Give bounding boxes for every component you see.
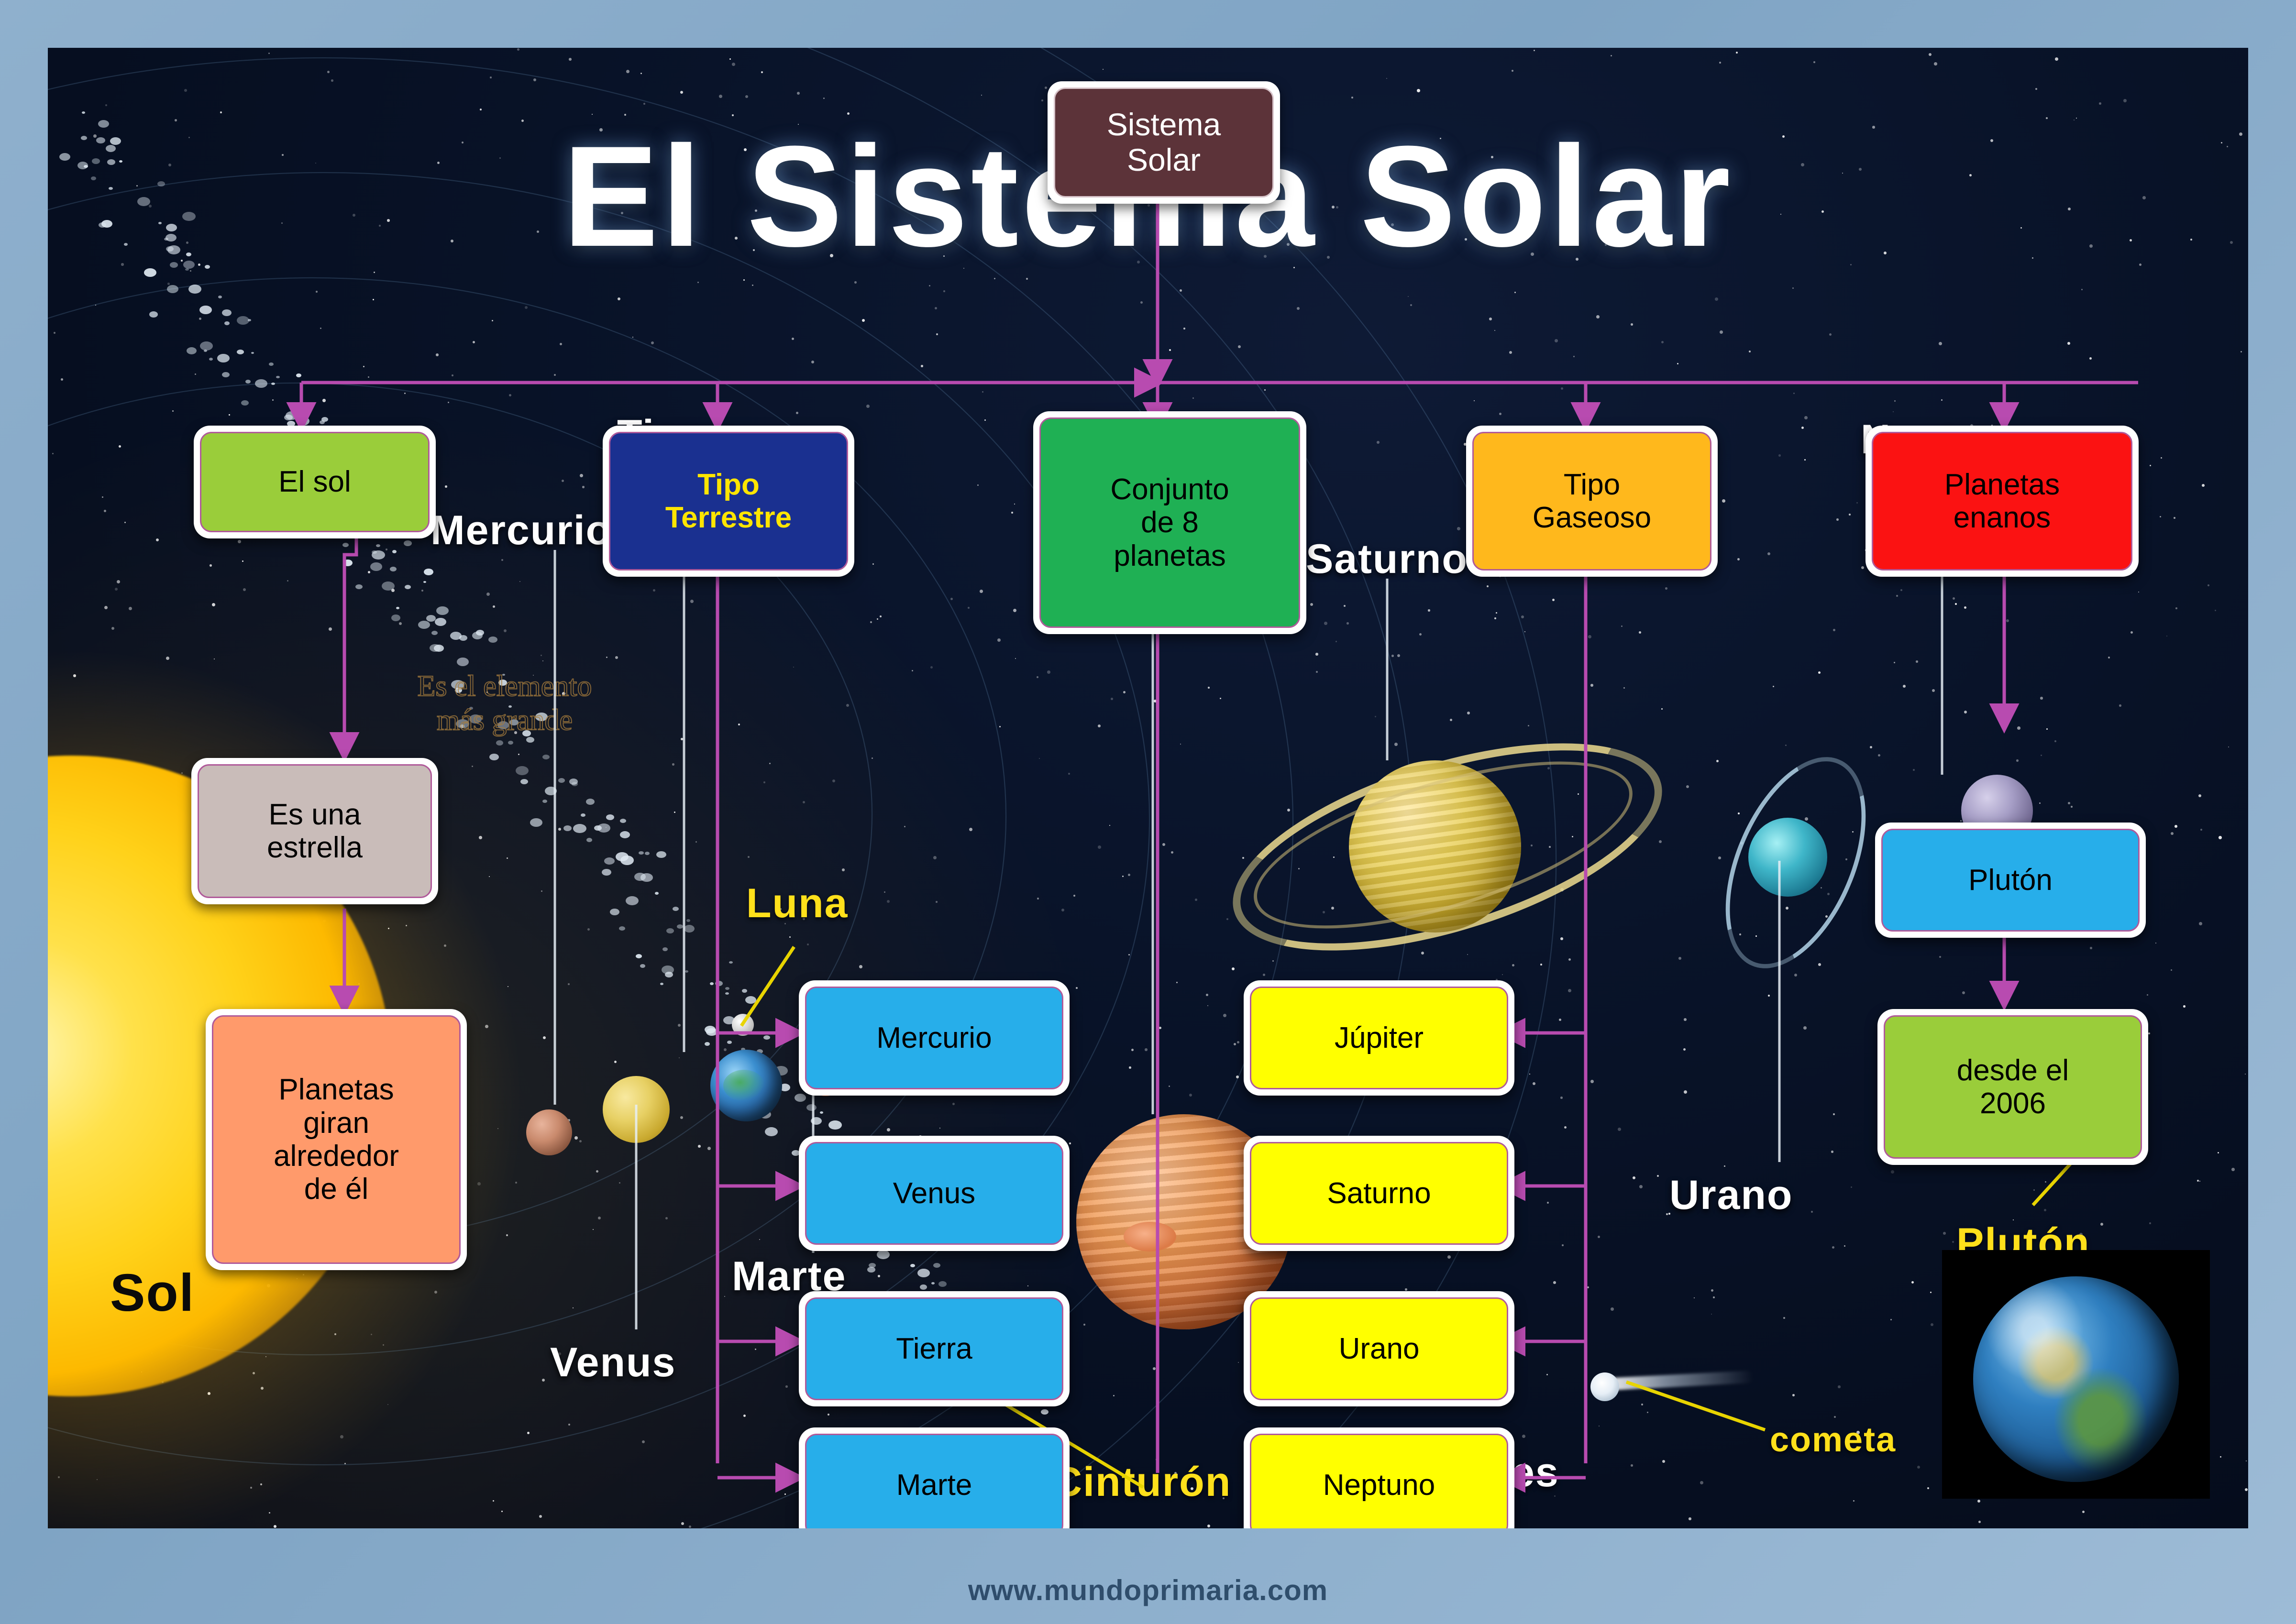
node-mercurio-label: Mercurio bbox=[876, 1021, 992, 1054]
node-marte[interactable]: Marte bbox=[799, 1427, 1070, 1528]
node-neptuno-label: Neptuno bbox=[1323, 1468, 1435, 1502]
node-urano[interactable]: Urano bbox=[1244, 1291, 1514, 1406]
node-sistema-solar[interactable]: Sistema Solar bbox=[1048, 81, 1280, 204]
node-sistema-solar-line2: Solar bbox=[1126, 142, 1201, 177]
node-planetas-giran[interactable]: Planetas giran alrededor de él bbox=[206, 1009, 467, 1270]
node-conjunto-line3: planetas bbox=[1114, 539, 1226, 572]
node-planetas-enanos-line2: enanos bbox=[1953, 501, 2051, 534]
node-jupiter[interactable]: Júpiter bbox=[1244, 980, 1514, 1096]
node-planetas-enanos[interactable]: Planetas enanos bbox=[1866, 426, 2139, 577]
node-tierra[interactable]: Tierra bbox=[799, 1291, 1070, 1406]
node-tipo-terrestre-fill: Tipo Terrestre bbox=[609, 432, 848, 571]
node-desde-2006-line1: desde el bbox=[1956, 1053, 2069, 1087]
watermark: www.mundoprimaria.com bbox=[968, 1574, 1328, 1606]
node-sistema-solar-fill: Sistema Solar bbox=[1054, 88, 1274, 198]
node-planetas-giran-line4: de él bbox=[304, 1173, 369, 1206]
node-tierra-label: Tierra bbox=[896, 1332, 972, 1365]
node-tipo-gaseoso-line1: Tipo bbox=[1563, 468, 1621, 501]
node-tipo-gaseoso-fill: Tipo Gaseoso bbox=[1472, 432, 1711, 571]
node-mercurio-fill: Mercurio bbox=[805, 987, 1063, 1089]
node-neptuno-fill: Neptuno bbox=[1250, 1434, 1508, 1528]
label-mercurio: Mercurio bbox=[430, 507, 612, 553]
node-el-sol-fill: El sol bbox=[200, 432, 430, 532]
node-venus-label: Venus bbox=[893, 1176, 976, 1210]
node-mercurio[interactable]: Mercurio bbox=[799, 980, 1070, 1096]
node-es-una-estrella[interactable]: Es una estrella bbox=[191, 758, 438, 904]
node-conjunto-8-planetas[interactable]: Conjunto de 8 planetas bbox=[1033, 411, 1306, 634]
node-tipo-terrestre-line1: Tipo bbox=[697, 468, 760, 501]
node-planetas-giran-fill: Planetas giran alrededor de él bbox=[212, 1015, 461, 1264]
label-cinturon: Cinturón bbox=[1052, 1459, 1232, 1505]
node-planetas-giran-line3: alrededor bbox=[274, 1140, 399, 1173]
node-desde-2006-fill: desde el 2006 bbox=[1884, 1015, 2142, 1159]
connector-lines bbox=[286, 187, 2138, 1493]
node-tipo-gaseoso[interactable]: Tipo Gaseoso bbox=[1466, 426, 1718, 577]
node-jupiter-fill: Júpiter bbox=[1250, 987, 1508, 1089]
node-sistema-solar-line1: Sistema bbox=[1106, 107, 1221, 143]
node-el-sol-label: El sol bbox=[278, 465, 351, 499]
planet-uranus bbox=[1748, 818, 1827, 897]
node-tipo-terrestre-line2: Terrestre bbox=[665, 501, 792, 534]
comet-head bbox=[1590, 1372, 1619, 1401]
node-planetas-enanos-fill: Planetas enanos bbox=[1872, 432, 2132, 571]
node-planetas-giran-line2: giran bbox=[303, 1106, 369, 1140]
label-luna: Luna bbox=[746, 880, 849, 926]
node-pluton[interactable]: Plutón bbox=[1875, 823, 2146, 938]
node-tipo-gaseoso-line2: Gaseoso bbox=[1532, 501, 1652, 534]
planet-mercury bbox=[526, 1109, 572, 1155]
node-marte-label: Marte bbox=[896, 1468, 972, 1502]
node-es-una-estrella-line1: Es una bbox=[268, 798, 361, 831]
planet-saturn bbox=[1349, 760, 1521, 933]
node-tipo-terrestre[interactable]: Tipo Terrestre bbox=[603, 426, 854, 577]
earth-globe bbox=[1973, 1276, 2179, 1482]
label-saturno: Saturno bbox=[1306, 536, 1468, 582]
label-cometa: cometa bbox=[1770, 1421, 1897, 1459]
node-saturno-fill: Saturno bbox=[1250, 1142, 1508, 1245]
node-urano-label: Urano bbox=[1338, 1332, 1420, 1365]
node-conjunto-8-planetas-fill: Conjunto de 8 planetas bbox=[1039, 417, 1300, 628]
node-desde-2006-line2: 2006 bbox=[1980, 1087, 2046, 1120]
node-venus-fill: Venus bbox=[805, 1142, 1063, 1245]
node-pluton-fill: Plutón bbox=[1881, 829, 2140, 932]
node-saturno-label: Saturno bbox=[1327, 1176, 1431, 1210]
solar-system-poster: El Sistema Solar Sol Mercurio Venus Tier… bbox=[48, 48, 2248, 1528]
label-sol: Sol bbox=[110, 1263, 195, 1322]
node-el-sol[interactable]: El sol bbox=[194, 426, 436, 538]
node-es-una-estrella-line2: estrella bbox=[267, 831, 363, 864]
engraved-note: Es el elemento más grande bbox=[417, 669, 593, 737]
label-urano: Urano bbox=[1669, 1172, 1793, 1218]
node-saturno[interactable]: Saturno bbox=[1244, 1136, 1514, 1251]
label-venus: Venus bbox=[550, 1339, 676, 1385]
node-planetas-enanos-line1: Planetas bbox=[1944, 468, 2060, 501]
node-urano-fill: Urano bbox=[1250, 1297, 1508, 1400]
node-pluton-label: Plutón bbox=[1968, 863, 2053, 897]
planet-earth bbox=[710, 1050, 782, 1121]
node-es-una-estrella-fill: Es una estrella bbox=[198, 764, 432, 898]
node-venus[interactable]: Venus bbox=[799, 1136, 1070, 1251]
node-conjunto-line2: de 8 bbox=[1141, 506, 1199, 539]
node-marte-fill: Marte bbox=[805, 1434, 1063, 1528]
node-jupiter-label: Júpiter bbox=[1334, 1021, 1424, 1054]
node-planetas-giran-line1: Planetas bbox=[278, 1073, 394, 1107]
node-tierra-fill: Tierra bbox=[805, 1297, 1063, 1400]
node-conjunto-line1: Conjunto bbox=[1110, 472, 1229, 506]
node-neptuno[interactable]: Neptuno bbox=[1244, 1427, 1514, 1528]
earth-photo-thumbnail bbox=[1942, 1250, 2210, 1499]
node-desde-2006[interactable]: desde el 2006 bbox=[1877, 1009, 2148, 1165]
